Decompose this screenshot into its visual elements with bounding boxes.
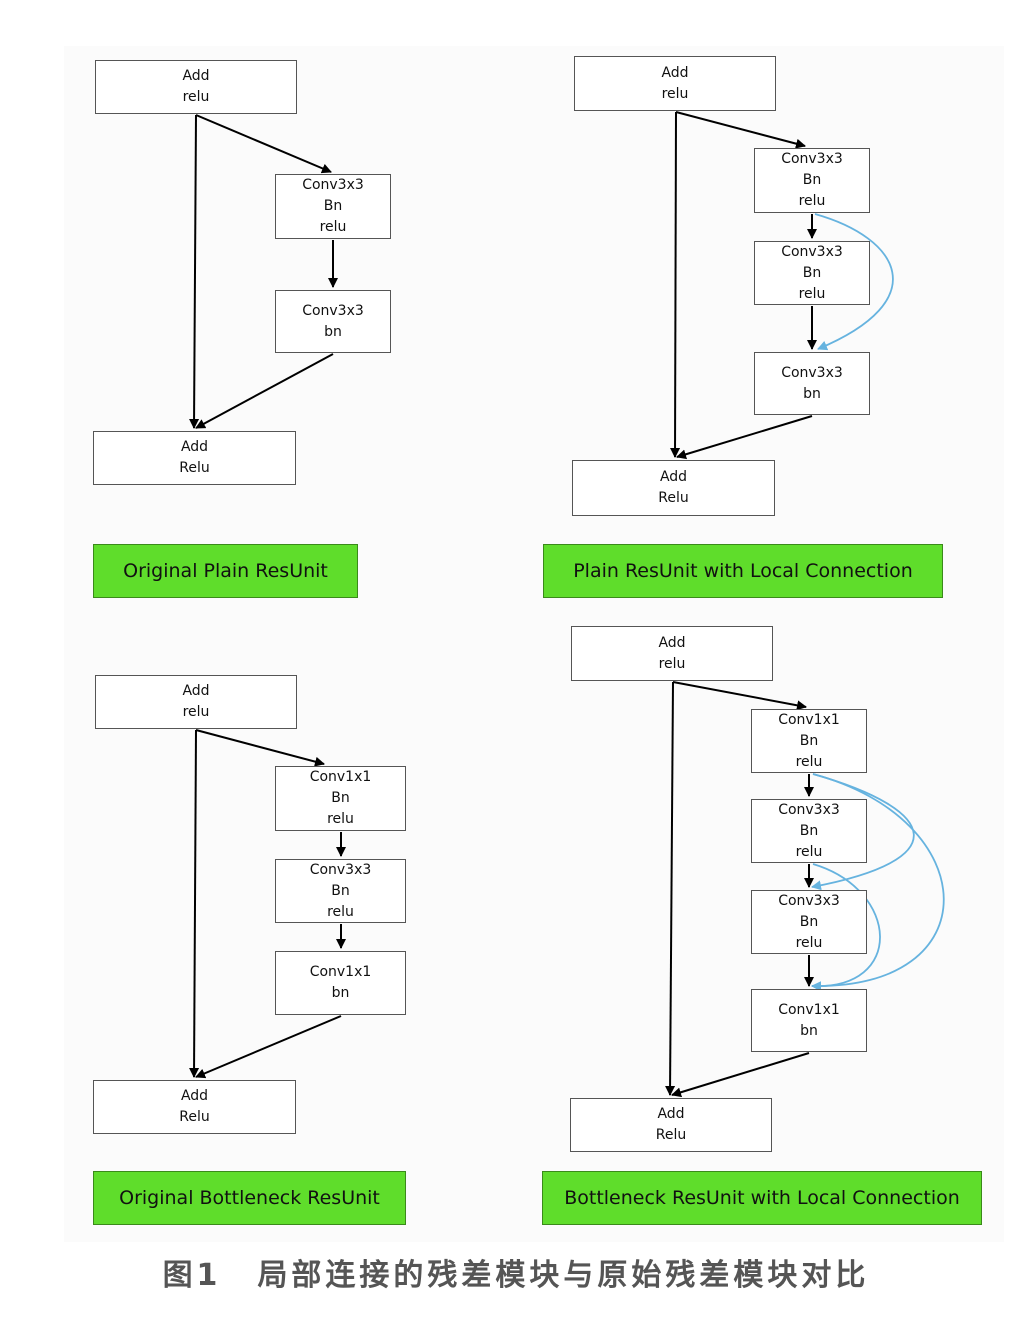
- layer-norm-label: bn: [803, 385, 821, 402]
- input-add-relu-box: Add relu: [571, 626, 773, 681]
- layer-activation-label: relu: [798, 285, 826, 302]
- layer-norm-label: Bn: [802, 264, 822, 281]
- layer-conv-label: Conv3x3: [781, 151, 843, 167]
- conv-layer-box: Conv1x1 bn: [751, 989, 867, 1052]
- input-activation-label: relu: [661, 85, 689, 102]
- conv-layer-box: Conv3x3 bn: [275, 290, 391, 353]
- layer-activation-label: relu: [795, 753, 823, 770]
- layer-norm-label: Bn: [799, 822, 819, 839]
- output-op-label: Add: [659, 469, 688, 485]
- conv-layer-box: Conv3x3 bn: [754, 352, 870, 415]
- input-activation-label: relu: [658, 655, 686, 672]
- input-add-relu-box: Add relu: [95, 60, 297, 114]
- figure-caption-text: 局部连接的残差模块与原始残差模块对比: [257, 1258, 870, 1293]
- panel-title-bottleneck-local: Bottleneck ResUnit with Local Connection: [542, 1171, 982, 1225]
- layer-conv-label: Conv3x3: [781, 243, 843, 260]
- layer-conv-label: Conv1x1: [778, 1001, 840, 1018]
- output-activation-label: Relu: [179, 1109, 210, 1125]
- output-add-relu-box: Add Relu: [572, 460, 775, 516]
- figure-number: 图1: [162, 1258, 222, 1293]
- layer-conv-label: Conv3x3: [309, 861, 372, 878]
- layer-conv-label: Conv3x3: [778, 892, 840, 909]
- conv-layer-box: Conv1x1 Bn relu: [275, 766, 406, 831]
- flow-arrow: [675, 111, 806, 149]
- flow-arrow: [195, 114, 332, 174]
- figure-caption: 图1 局部连接的残差模块与原始残差模块对比: [0, 1250, 1032, 1294]
- panel-title-original-bottleneck: Original Bottleneck ResUnit: [93, 1171, 406, 1225]
- layer-conv-label: Conv3x3: [302, 302, 364, 319]
- skip-connection-arrow: [189, 114, 200, 429]
- skip-connection-arrow: [670, 111, 681, 458]
- flow-arrow: [195, 1015, 342, 1079]
- output-op-label: Add: [657, 1106, 685, 1122]
- input-op-label: Add: [658, 634, 686, 651]
- output-activation-label: Relu: [658, 490, 689, 506]
- layer-activation-label: relu: [798, 193, 826, 209]
- output-op-label: Add: [180, 439, 209, 455]
- flow-arrow: [195, 353, 334, 429]
- input-activation-label: relu: [182, 89, 210, 105]
- layer-norm-label: bn: [800, 1022, 818, 1039]
- flow-arrow: [676, 415, 813, 460]
- input-op-label: Add: [182, 683, 210, 699]
- layer-norm-label: Bn: [331, 882, 350, 899]
- local-connection-arrow: [814, 213, 894, 351]
- input-op-label: Add: [182, 68, 210, 84]
- layer-norm-label: bn: [331, 985, 350, 1001]
- input-add-relu-box: Add relu: [95, 675, 297, 729]
- conv-layer-box: Conv3x3 Bn relu: [275, 174, 391, 239]
- panel-title-plain-local: Plain ResUnit with Local Connection: [543, 544, 943, 598]
- layer-norm-label: Bn: [799, 732, 819, 749]
- layer-activation-label: relu: [327, 903, 354, 920]
- layer-activation-label: relu: [795, 934, 823, 951]
- input-add-relu-box: Add relu: [574, 56, 776, 111]
- layer-conv-label: Conv3x3: [781, 364, 843, 381]
- conv-layer-box: Conv3x3 Bn relu: [754, 148, 870, 213]
- local-connection-arrow: [811, 863, 881, 992]
- output-add-relu-box: Add Relu: [93, 1080, 296, 1134]
- layer-activation-label: relu: [327, 811, 354, 827]
- layer-conv-label: Conv3x3: [778, 801, 840, 818]
- layer-activation-label: relu: [795, 843, 823, 860]
- conv-layer-box: Conv3x3 Bn relu: [275, 859, 406, 923]
- output-activation-label: Relu: [655, 1127, 687, 1143]
- skip-connection-arrow: [665, 681, 676, 1096]
- output-op-label: Add: [180, 1088, 209, 1104]
- layer-norm-label: Bn: [331, 790, 350, 806]
- local-connection-arrow: [811, 773, 945, 992]
- layer-conv-label: Conv1x1: [778, 711, 840, 728]
- output-add-relu-box: Add Relu: [93, 431, 296, 485]
- skip-connection-arrow: [189, 729, 200, 1078]
- layer-activation-label: relu: [319, 219, 347, 235]
- flow-arrow: [195, 729, 325, 767]
- layer-norm-label: Bn: [799, 913, 819, 930]
- flow-arrow: [671, 1052, 810, 1098]
- flow-arrow: [672, 681, 807, 711]
- conv-layer-box: Conv3x3 Bn relu: [751, 799, 867, 863]
- conv-layer-box: Conv1x1 Bn relu: [751, 709, 867, 773]
- layer-norm-label: bn: [324, 323, 342, 340]
- output-add-relu-box: Add Relu: [570, 1098, 772, 1152]
- layer-norm-label: Bn: [323, 198, 343, 214]
- conv-layer-box: Conv3x3 Bn relu: [754, 241, 870, 305]
- input-op-label: Add: [661, 64, 689, 81]
- layer-norm-label: Bn: [802, 172, 822, 188]
- layer-conv-label: Conv1x1: [309, 769, 372, 785]
- panel-title-original-plain: Original Plain ResUnit: [93, 544, 358, 598]
- input-activation-label: relu: [182, 704, 210, 720]
- conv-layer-box: Conv1x1 bn: [275, 951, 406, 1015]
- layer-conv-label: Conv3x3: [302, 177, 364, 193]
- conv-layer-box: Conv3x3 Bn relu: [751, 890, 867, 954]
- layer-conv-label: Conv1x1: [309, 964, 372, 980]
- output-activation-label: Relu: [179, 460, 210, 476]
